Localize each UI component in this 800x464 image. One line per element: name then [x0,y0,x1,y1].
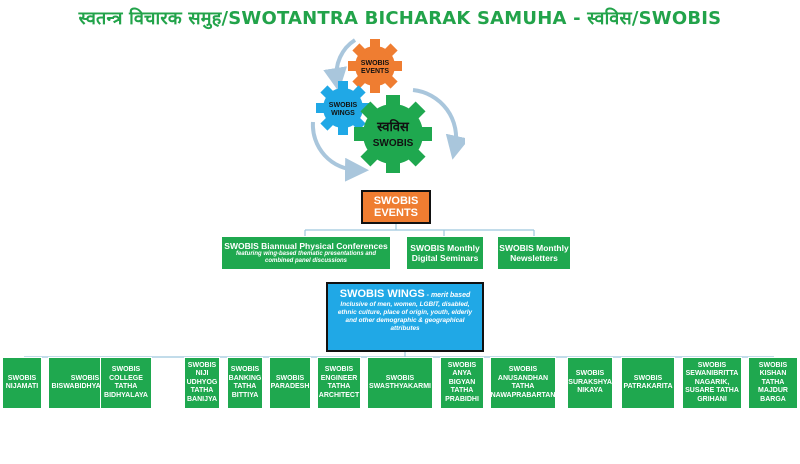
cycle-arrow-icon [412,88,465,160]
event-title: SWOBIS Monthly Digital Seminars [410,243,480,263]
page-title: स्वतन्त्र विचारक समुह/SWOTANTRA BICHARAK… [78,8,722,29]
wing-item: SWOBIS PATRAKARITA [621,357,675,409]
cycle-arrow-icon [310,121,369,182]
wing-item: SWOBIS ANUSANDHAN TATHA NAWAPRABARTAN [490,357,556,409]
wing-item: SWOBIS KISHAN TATHA MAJDUR BARGA [748,357,798,409]
event-newsletters: SWOBIS Monthly Newsletters [497,236,571,270]
main-gear-icon: स्वविस SWOBIS [354,95,432,173]
wing-item: SWOBIS NIJI UDHYOG TATHA BANIJYA [184,357,220,409]
event-biannual-conferences: SWOBIS Biannual Physical Conferences fea… [221,236,391,270]
event-digital-seminars: SWOBIS Monthly Digital Seminars [406,236,484,270]
wings-title: SWOBIS WINGS [339,288,425,300]
wings-header-box: SWOBIS WINGS - merit based Inclusive of … [326,282,484,352]
gear-label: SWOBIS [373,138,414,149]
wing-item: SWOBIS SEWANIBRITTA NAGARIK, SUSARE TATH… [682,357,742,409]
events-header-line: SWOBIS [373,195,419,207]
wing-item: SWOBIS BANKING TATHA BITTIYA [227,357,263,409]
event-title: SWOBIS Monthly Newsletters [499,243,569,263]
cycle-arrow-icon [323,38,357,92]
wing-item: SWOBIS NIJAMATI [2,357,42,409]
gear-label: स्वविस [376,119,410,135]
gear-label: SWOBIS [361,60,390,67]
events-header-box: SWOBIS EVENTS [361,190,431,224]
event-title: SWOBIS Biannual Physical Conferences [224,241,388,251]
wing-item: SWOBIS ANYA BIGYAN TATHA PRABIDHI [440,357,484,409]
gear-label: SWOBIS [329,102,358,109]
wing-item: SWOBIS SURAKSHYA NIKAYA [567,357,613,409]
events-header-line: EVENTS [373,207,418,219]
wings-description: Inclusive of men, women, LGBIT, disabled… [337,301,473,332]
wing-item: SWOBIS SWASTHYAKARMI [367,357,433,409]
wings-title-suffix: - merit based [424,292,471,299]
wing-item: SWOBIS ENGINEER TATHA ARCHITECT [317,357,361,409]
gears-graphic: SWOBIS EVENTS SWOBIS WINGS [310,38,465,182]
gear-label: EVENTS [361,68,389,75]
gear-label: WINGS [331,110,355,117]
event-subtitle: featuring wing-based thematic presentati… [235,251,377,264]
wing-item: SWOBIS PARADESH [269,357,311,409]
wing-item: SWOBIS COLLEGE TATHA BIDHYALAYA [100,357,152,409]
